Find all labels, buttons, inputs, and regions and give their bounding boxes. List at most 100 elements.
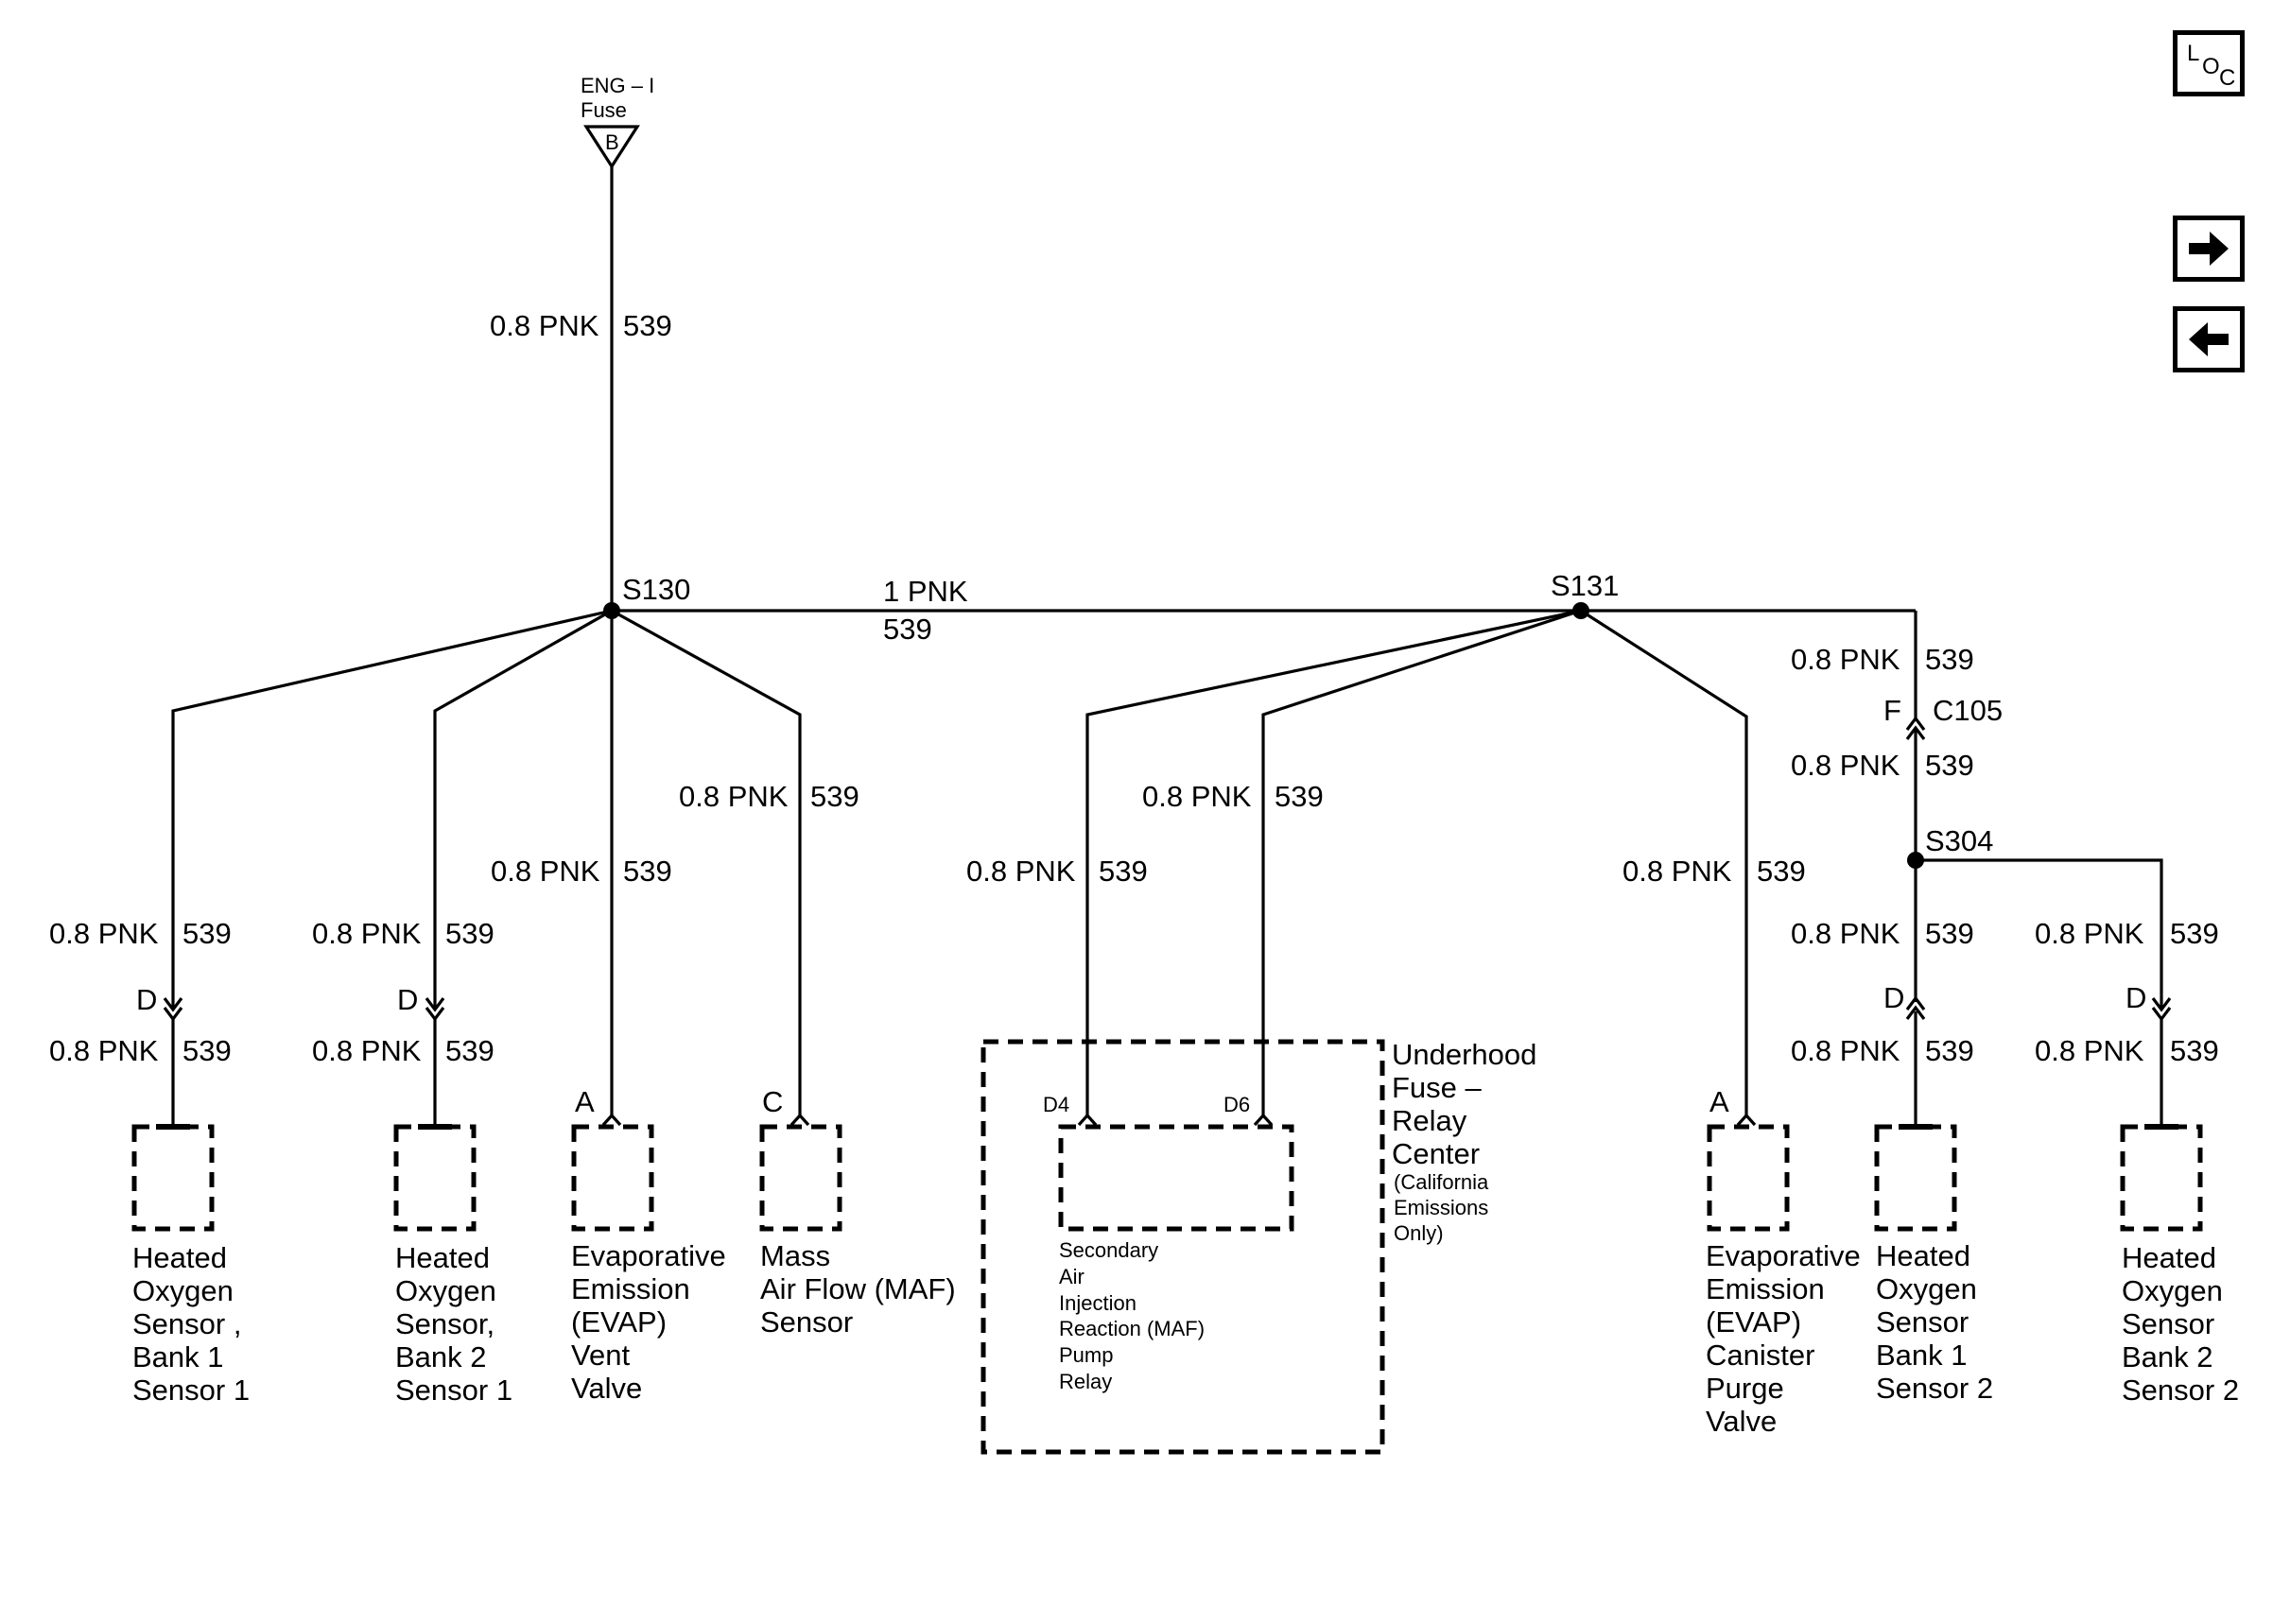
- svg-text:Air Flow (MAF): Air Flow (MAF): [760, 1272, 956, 1305]
- splice-s131: [1572, 602, 1589, 619]
- component-boxes: [131, 1039, 2203, 1455]
- svg-text:Secondary: Secondary: [1059, 1238, 1158, 1262]
- ho2s-bank1-sensor1-box: [131, 1124, 215, 1232]
- splice-s304: [1907, 852, 1924, 869]
- svg-text:Oxygen: Oxygen: [2122, 1274, 2223, 1307]
- wire-circuit-label: 539: [182, 1034, 232, 1067]
- component-label-ho2s-b1s2: Heated Oxygen Sensor Bank 1 Sensor 2: [1876, 1239, 1993, 1405]
- wire-circuit-label: 539: [810, 780, 859, 813]
- svg-text:Sensor ,: Sensor ,: [132, 1307, 241, 1340]
- svg-text:Bank 2: Bank 2: [2122, 1340, 2213, 1373]
- connector-pin-a: A: [1709, 1085, 1729, 1118]
- ho2s-bank2-sensor2-box: [2120, 1124, 2203, 1232]
- wire-gauge-label: 0.8 PNK: [49, 917, 159, 950]
- wire-gauge-label: 0.8 PNK: [966, 855, 1076, 888]
- connector-symbols: [163, 716, 2172, 1127]
- wire-gauge-label: 0.8 PNK: [49, 1034, 159, 1067]
- next-page-button[interactable]: [2173, 216, 2245, 282]
- svg-text:(EVAP): (EVAP): [1706, 1305, 1801, 1339]
- svg-text:Valve: Valve: [1706, 1405, 1777, 1438]
- splice-s130-label: S130: [622, 573, 690, 606]
- connector-pin-d: D: [2126, 981, 2146, 1014]
- splice-s131-label: S131: [1551, 569, 1619, 602]
- component-label-air-relay: Secondary Air Injection Reaction (MAF) P…: [1059, 1238, 1205, 1393]
- svg-text:Underhood: Underhood: [1392, 1038, 1536, 1071]
- svg-text:Bank 2: Bank 2: [395, 1340, 487, 1373]
- svg-text:Emission: Emission: [571, 1272, 690, 1305]
- wire-gauge-label: 0.8 PNK: [490, 309, 599, 342]
- previous-page-button[interactable]: [2173, 306, 2245, 372]
- svg-text:Injection: Injection: [1059, 1291, 1136, 1315]
- svg-text:Sensor: Sensor: [2122, 1307, 2214, 1340]
- svg-text:(EVAP): (EVAP): [571, 1305, 667, 1339]
- svg-text:Oxygen: Oxygen: [395, 1274, 496, 1307]
- arrow-right-icon: [2189, 232, 2229, 266]
- evap-vent-valve-box: [571, 1124, 654, 1232]
- wire-gauge-label: 0.8 PNK: [312, 917, 422, 950]
- svg-text:Bank 1: Bank 1: [132, 1340, 224, 1373]
- eng-1-fuse: ENG – I Fuse B: [581, 74, 654, 169]
- wire-gauge-label: 0.8 PNK: [1791, 917, 1900, 950]
- svg-text:Vent: Vent: [571, 1339, 630, 1372]
- fuse-terminal-label: B: [605, 130, 619, 154]
- fuse-name: ENG – I: [581, 74, 654, 97]
- wire-circuit-label: 539: [445, 917, 495, 950]
- wire-network: [171, 166, 2163, 1127]
- wire-circuit-label: 539: [1925, 643, 1974, 676]
- svg-text:Bank 1: Bank 1: [1876, 1339, 1968, 1372]
- wire-gauge-label: 0.8 PNK: [1142, 780, 1252, 813]
- svg-text:(California: (California: [1394, 1170, 1489, 1194]
- wire-circuit-label: 539: [445, 1034, 495, 1067]
- wire-circuit-label: 539: [2170, 917, 2219, 950]
- wire-circuit-label: 539: [1925, 1034, 1974, 1067]
- connector-pin-d: D: [397, 983, 418, 1016]
- connector-pin-d: D: [1883, 981, 1904, 1014]
- wire-gauge-label: 0.8 PNK: [1791, 643, 1900, 676]
- wire-gauge-label: 0.8 PNK: [312, 1034, 422, 1067]
- wire-circuit-label: 539: [1757, 855, 1806, 888]
- component-label-ho2s-b2s2: Heated Oxygen Sensor Bank 2 Sensor 2: [2122, 1241, 2239, 1407]
- component-label-ho2s-b2s1: Heated Oxygen Sensor, Bank 2 Sensor 1: [395, 1241, 512, 1407]
- svg-text:Heated: Heated: [2122, 1241, 2216, 1274]
- svg-text:Sensor,: Sensor,: [395, 1307, 495, 1340]
- svg-text:Sensor: Sensor: [760, 1305, 853, 1339]
- svg-text:Purge: Purge: [1706, 1372, 1784, 1405]
- wire-gauge-label: 0.8 PNK: [491, 855, 600, 888]
- svg-text:Sensor: Sensor: [1876, 1305, 1969, 1339]
- loc-letter-o: O: [2202, 54, 2220, 79]
- component-label-ufrc: Underhood Fuse – Relay Center (Californi…: [1392, 1038, 1536, 1245]
- svg-text:Oxygen: Oxygen: [132, 1274, 234, 1307]
- svg-text:Sensor 2: Sensor 2: [2122, 1373, 2239, 1407]
- connector-c105-pin: F: [1883, 694, 1901, 727]
- svg-text:Emissions: Emissions: [1394, 1196, 1488, 1219]
- svg-text:Sensor 1: Sensor 1: [132, 1373, 250, 1407]
- svg-text:Heated: Heated: [395, 1241, 490, 1274]
- wire-circuit-label: 539: [182, 917, 232, 950]
- wire-circuit-label: 539: [1925, 917, 1974, 950]
- svg-text:Oxygen: Oxygen: [1876, 1272, 1977, 1305]
- bus-gauge-label: 1 PNK: [883, 575, 968, 608]
- wire-circuit-label: 539: [1099, 855, 1148, 888]
- svg-text:Sensor 1: Sensor 1: [395, 1373, 512, 1407]
- arrow-left-icon: [2189, 322, 2229, 356]
- air-pump-relay-box: [1058, 1124, 1294, 1232]
- component-label-evap-purge: Evaporative Emission (EVAP) Canister Pur…: [1706, 1239, 1861, 1438]
- maf-sensor-box: [759, 1124, 842, 1232]
- wire-gauge-label: 0.8 PNK: [1791, 749, 1900, 782]
- svg-text:Pump: Pump: [1059, 1343, 1113, 1367]
- loc-button[interactable]: L O C: [2173, 30, 2245, 96]
- svg-text:Center: Center: [1392, 1137, 1480, 1170]
- svg-text:Evaporative: Evaporative: [571, 1239, 726, 1272]
- wire-gauge-label: 0.8 PNK: [1791, 1034, 1900, 1067]
- ho2s-bank2-sensor1-box: [393, 1124, 477, 1232]
- connector-pin-c: C: [762, 1085, 783, 1118]
- wire-gauge-label: 0.8 PNK: [2035, 917, 2144, 950]
- splice-s304-label: S304: [1925, 824, 1993, 857]
- svg-text:Heated: Heated: [132, 1241, 227, 1274]
- svg-text:Heated: Heated: [1876, 1239, 1970, 1272]
- svg-text:Valve: Valve: [571, 1372, 642, 1405]
- connector-pin-d: D: [136, 983, 157, 1016]
- fuse-sub-label: Fuse: [581, 98, 627, 122]
- svg-text:Fuse –: Fuse –: [1392, 1071, 1483, 1104]
- svg-text:Canister: Canister: [1706, 1339, 1814, 1372]
